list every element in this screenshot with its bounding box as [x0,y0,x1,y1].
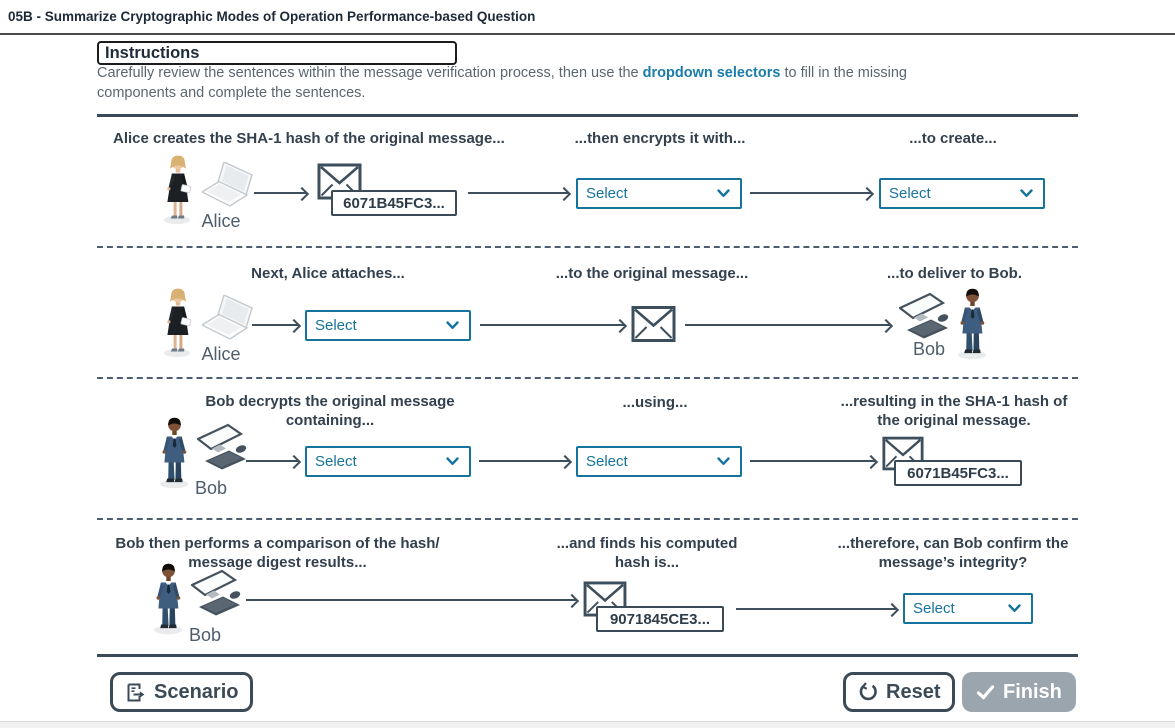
row-divider [97,518,1078,520]
row4-header-mid: ...and finds his computed hash is... [556,535,738,571]
flow-arrow [480,324,624,326]
finish-button[interactable]: Finish [962,672,1076,712]
row-divider [97,246,1078,248]
chevron-down-icon [717,457,730,465]
hash-value-box: 9071845CE3... [596,606,724,632]
chevron-down-icon [1008,604,1021,612]
select-value: Select [913,600,955,617]
row1-header-right: ...to create... [909,130,997,147]
content-bottom-divider [97,654,1078,657]
flow-arrow [750,460,875,462]
row-divider [97,377,1078,379]
row2-header-right: ...to deliver to Bob. [886,265,1022,282]
hash-value-box: 6071B45FC3... [331,190,457,216]
select-value: Select [586,185,628,202]
instructions-title: Instructions [105,43,200,62]
row1-to-create-select[interactable]: Select [879,178,1045,209]
flow-arrow [246,599,576,601]
row1-encrypt-with-select[interactable]: Select [576,178,742,209]
flow-arrow [479,460,569,462]
row4-header-left: Bob then performs a comparison of the ha… [115,535,440,571]
row4-integrity-select[interactable]: Select [903,593,1033,624]
alice-label: Alice [201,211,241,231]
instructions-heading-box: Instructions [97,41,457,65]
title-divider [0,33,1175,35]
row1-header-left: Alice creates the SHA-1 hash of the orig… [113,130,505,147]
scenario-button[interactable]: Scenario [110,672,254,712]
scenario-button-label: Scenario [154,680,239,703]
instructions-text-suffix: to fill in the missing components and co… [97,65,907,101]
instructions-text: Carefully review the sentences within th… [97,63,932,103]
finish-icon [976,684,995,700]
row3-header-mid: ...using... [622,394,688,411]
instructions-text-highlight: dropdown selectors [642,65,781,81]
row3-header-right: ...resulting in the SHA-1 hash of the or… [840,393,1068,429]
scenario-icon [127,683,145,701]
reset-button[interactable]: Reset [843,672,956,712]
bob-label: Bob [188,625,222,645]
chevron-down-icon [1020,189,1033,197]
flow-arrow [736,608,896,610]
row2-attaches-select[interactable]: Select [305,310,471,341]
bob-label: Bob [194,478,228,498]
page-title: 05B - Summarize Cryptographic Modes of O… [8,9,536,24]
content-top-divider [97,114,1078,117]
row4-header-right: ...therefore, can Bob confirm the messag… [837,535,1069,571]
flow-arrow [254,192,306,194]
footer-strip [0,721,1175,728]
row1-header-mid: ...then encrypts it with... [574,130,746,147]
flow-arrow [246,460,298,462]
row2-header-left: Next, Alice attaches... [251,265,405,282]
flow-arrow [468,192,568,194]
bob-label: Bob [912,339,946,359]
reset-button-label: Reset [886,680,941,703]
flow-arrow [750,192,871,194]
select-value: Select [889,185,931,202]
chevron-down-icon [446,321,459,329]
hash-value-box: 6071B45FC3... [894,460,1022,486]
instructions-text-prefix: Carefully review the sentences within th… [97,65,643,81]
finish-button-label: Finish [1003,680,1062,703]
select-value: Select [315,453,357,470]
row3-containing-select[interactable]: Select [305,446,471,477]
reset-icon [859,682,877,701]
select-value: Select [586,453,628,470]
row2-header-mid: ...to the original message... [555,265,749,282]
row3-using-select[interactable]: Select [576,446,742,477]
flow-arrow [252,324,298,326]
chevron-down-icon [446,457,459,465]
message-envelope-icon [631,305,676,343]
flow-arrow [685,324,890,326]
alice-label: Alice [201,344,241,364]
row3-header-left: Bob decrypts the original message contai… [205,393,455,429]
chevron-down-icon [717,189,730,197]
select-value: Select [315,317,357,334]
